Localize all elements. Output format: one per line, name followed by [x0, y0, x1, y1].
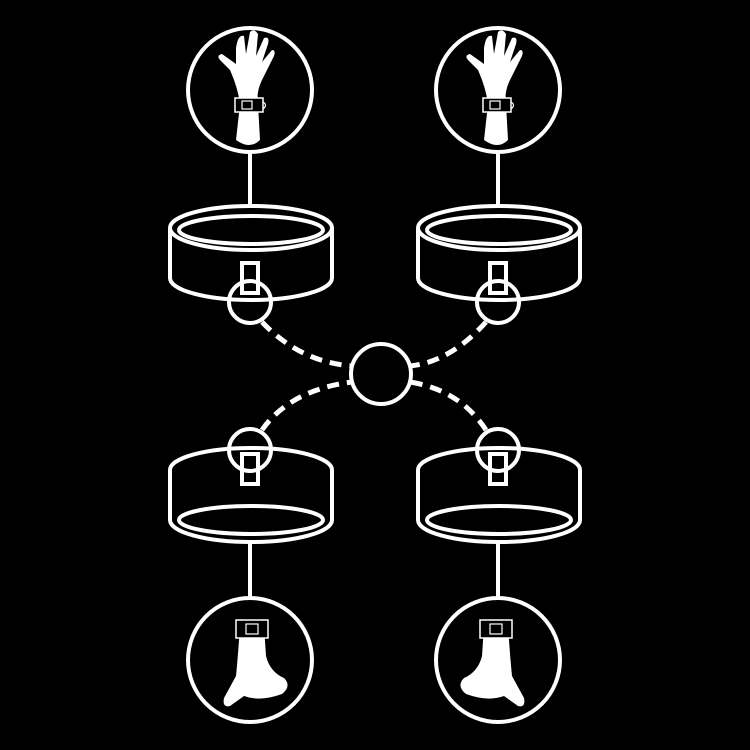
o-ring-icon — [227, 427, 273, 473]
wrist-cuff-left — [168, 26, 334, 325]
connector-ring-icon — [349, 342, 413, 406]
ankle-cuff-left — [168, 427, 334, 724]
ankle-cuff-icon — [186, 596, 314, 724]
cuff-icon — [168, 228, 334, 302]
o-ring-icon — [227, 279, 273, 325]
cuff-icon — [168, 446, 334, 544]
ankle-cuff-icon — [434, 596, 562, 724]
cuff-icon — [416, 228, 582, 302]
o-ring-icon — [475, 427, 521, 473]
wrist-cuff-right — [416, 26, 582, 325]
ankle-cuff-right — [416, 427, 582, 724]
chain-links — [259, 320, 489, 432]
o-ring-icon — [475, 279, 521, 325]
cuff-icon — [416, 446, 582, 544]
